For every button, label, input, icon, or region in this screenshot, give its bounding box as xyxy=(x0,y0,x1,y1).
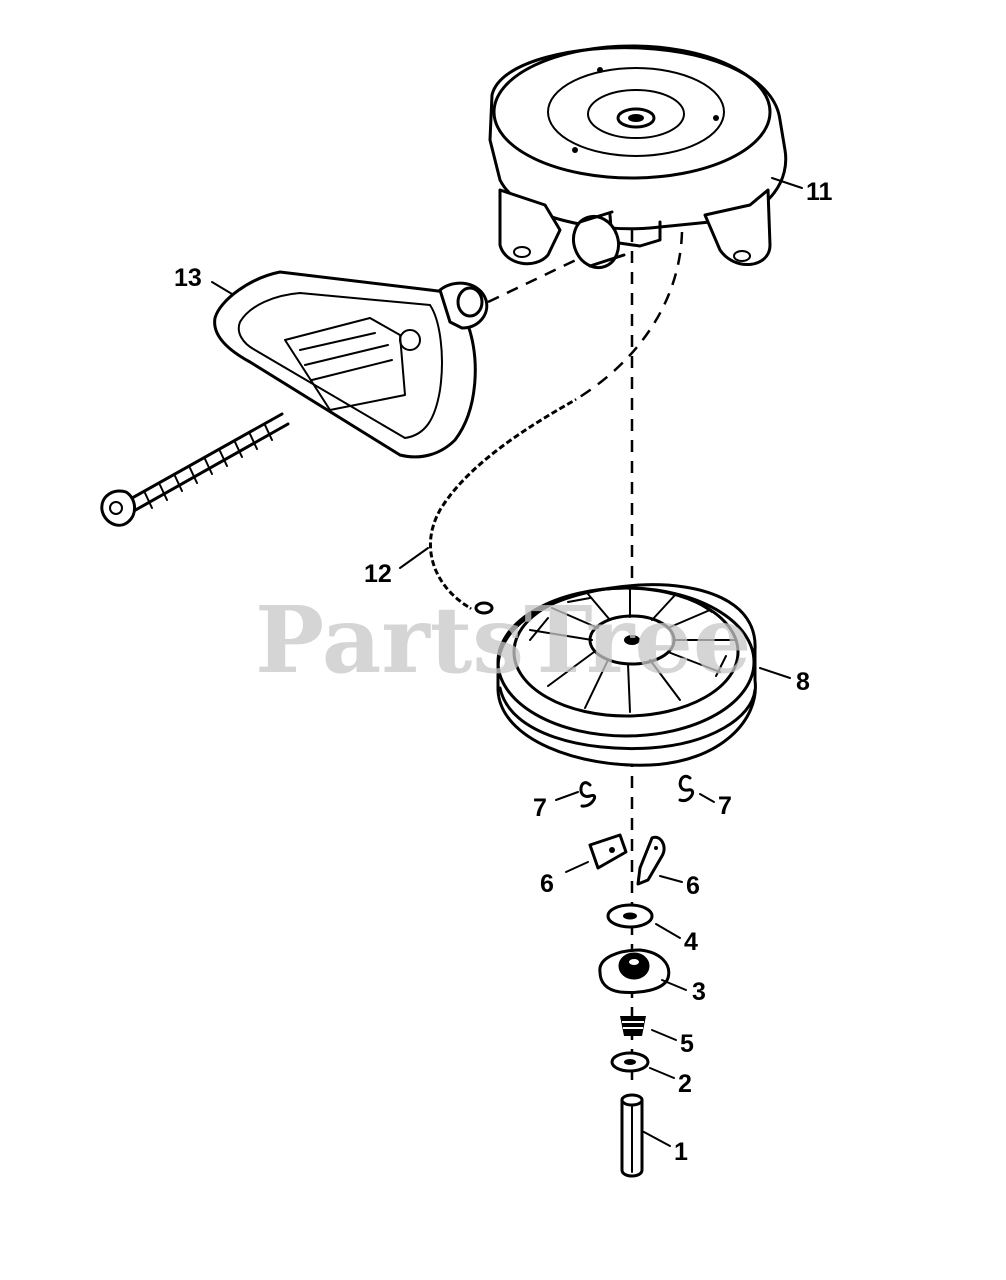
callout-8: 8 xyxy=(796,668,810,696)
callout-5: 5 xyxy=(680,1030,694,1058)
part-3-retainer[interactable] xyxy=(598,948,671,994)
handle-to-housing-dashed-line xyxy=(487,256,581,304)
callout-12: 12 xyxy=(364,560,392,588)
leader-lines xyxy=(211,177,803,1147)
callout-2: 2 xyxy=(678,1070,692,1098)
callout-6-left: 6 xyxy=(540,870,554,898)
part-13-starter-handle[interactable] xyxy=(213,270,489,459)
callout-7-left: 7 xyxy=(533,794,547,822)
part-2-washer[interactable] xyxy=(610,1051,650,1073)
part-5-compression-spring[interactable] xyxy=(620,1016,646,1036)
callout-1: 1 xyxy=(674,1138,688,1166)
callout-6-right: 6 xyxy=(686,872,700,900)
callout-4: 4 xyxy=(684,928,698,956)
watermark: PartsTree xyxy=(255,586,751,694)
part-6-pawl-right[interactable] xyxy=(636,835,666,886)
part-8-rope-pulley[interactable] xyxy=(496,583,757,767)
callout-11: 11 xyxy=(806,178,833,206)
mounting-bolt[interactable] xyxy=(100,412,290,527)
part-12-starter-rope[interactable] xyxy=(428,398,577,615)
part-7-pawl-spring-right[interactable] xyxy=(678,774,694,803)
callout-7-right: 7 xyxy=(718,792,732,820)
rope-dashed-line xyxy=(574,231,684,402)
part-7-pawl-spring-left[interactable] xyxy=(579,781,596,808)
part-6-pawl-left[interactable] xyxy=(588,833,628,870)
callout-3: 3 xyxy=(692,978,706,1006)
callout-13: 13 xyxy=(174,264,202,292)
part-4-washer[interactable] xyxy=(606,903,654,929)
part-1-pin[interactable] xyxy=(620,1093,644,1178)
part-11-starter-housing[interactable] xyxy=(488,44,788,274)
